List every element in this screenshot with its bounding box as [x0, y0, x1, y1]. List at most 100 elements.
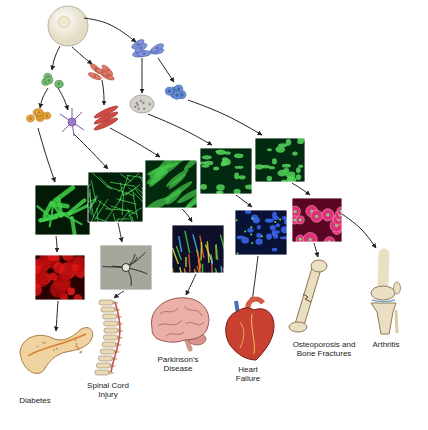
arrow	[110, 128, 160, 157]
cell	[54, 80, 63, 89]
stained-nucleus	[256, 233, 261, 238]
fluorescent-branch	[72, 218, 76, 235]
stem-cell-nucleus	[58, 16, 70, 28]
vertebra	[104, 328, 118, 333]
knee-condyle	[371, 286, 395, 300]
cell-nucleus	[45, 114, 48, 117]
vertebra	[104, 321, 118, 326]
stained-dot	[237, 252, 239, 254]
fluorescent-dot	[235, 166, 244, 169]
fracture-line	[303, 294, 311, 302]
stained-dot	[250, 233, 252, 235]
micrograph	[172, 225, 224, 273]
pancreas-lobule	[42, 342, 44, 344]
stained-nucleus	[326, 213, 329, 216]
fluorescent-dot	[222, 159, 231, 166]
stained-nucleus	[267, 219, 274, 223]
cell	[43, 112, 51, 120]
micrograph-frame	[35, 255, 85, 300]
stained-fibre	[211, 254, 212, 264]
stained-nucleus	[272, 248, 278, 252]
micrograph-frame	[172, 225, 224, 273]
fluorescent-dot	[234, 172, 239, 179]
stained-nucleus	[299, 238, 302, 241]
fluorescent-fibre	[92, 172, 110, 189]
stained-nucleus	[266, 233, 272, 239]
stained-fibre	[202, 264, 204, 273]
micrograph	[35, 255, 85, 300]
arrow	[292, 183, 310, 195]
cell	[172, 90, 182, 100]
micrograph	[145, 160, 197, 208]
fluorescent-fibre	[113, 213, 118, 222]
fluorescent-dot	[216, 191, 224, 194]
vertebra	[99, 300, 113, 305]
micrograph	[88, 172, 143, 222]
spine	[95, 300, 123, 375]
stained-nucleus	[270, 225, 276, 230]
cell-nucleus	[29, 117, 32, 120]
stained-nucleus	[255, 238, 262, 244]
fluorescent-fibre	[98, 219, 119, 222]
fluorescent-dot	[213, 167, 219, 171]
arrow	[314, 243, 318, 257]
stained-nucleus	[299, 218, 302, 221]
brain-gyrus	[158, 320, 182, 326]
stained-fibre	[221, 266, 222, 273]
stained-nucleus	[284, 219, 287, 224]
femur-head	[311, 260, 327, 272]
stained-fibre	[180, 267, 182, 273]
cell-nucleus	[177, 87, 181, 91]
fluorescent-dot	[286, 139, 292, 146]
bone-cell-pore	[137, 108, 139, 110]
coronary-artery	[252, 314, 255, 354]
femur-outline	[300, 270, 316, 323]
fluorescent-fibre	[139, 176, 143, 198]
fluorescent-dot	[267, 176, 272, 181]
knee-cartilage	[372, 300, 395, 302]
bone-cell-matrix	[130, 95, 154, 113]
micrograph-ground	[100, 245, 152, 290]
fluorescent-branch	[70, 200, 85, 212]
fluorescent-fibre	[99, 177, 112, 190]
fluorescent-fibre	[120, 174, 131, 182]
micrograph-ground	[172, 225, 224, 273]
knee-patella	[394, 282, 401, 294]
arrow	[342, 214, 376, 248]
vertebra	[95, 370, 109, 375]
cell	[45, 76, 54, 84]
micrograph-frame	[35, 185, 90, 235]
cell-nucleus	[156, 47, 159, 50]
fluorescent-dot	[245, 185, 252, 190]
fluorescent-fibre	[91, 180, 96, 203]
stained-fibre	[195, 269, 197, 273]
arrow	[52, 46, 60, 70]
fluorescent-fibre	[88, 199, 96, 222]
cell	[133, 42, 148, 55]
fluorescent-dot	[204, 161, 214, 166]
fluorescent-dot	[217, 191, 222, 194]
stained-cell	[35, 283, 42, 296]
fluorescent-dot	[267, 148, 272, 151]
disease-label: Parkinson's Disease	[152, 355, 204, 373]
micrograph-ground	[88, 172, 143, 222]
fluorescent-fibre	[90, 189, 91, 215]
cell-nucleus	[57, 82, 60, 85]
bone-cell-pore	[140, 100, 142, 102]
fluorescent-dot	[287, 176, 296, 182]
brain-gyrus	[160, 308, 178, 314]
cell-nucleus	[106, 69, 108, 71]
stained-fibre	[185, 257, 187, 267]
fluorescent-cell	[145, 167, 170, 187]
stained-dot	[261, 235, 263, 237]
vertebra	[102, 342, 116, 347]
pancreas-lobule	[75, 339, 77, 341]
fluorescent-branch	[55, 188, 73, 201]
stained-cell	[67, 287, 75, 295]
fluorescent-fibre	[133, 185, 143, 198]
fluorescent-fibre	[111, 206, 138, 214]
progenitor-cells	[130, 38, 165, 58]
fluorescent-fibre	[117, 218, 130, 219]
arrow	[148, 114, 212, 145]
